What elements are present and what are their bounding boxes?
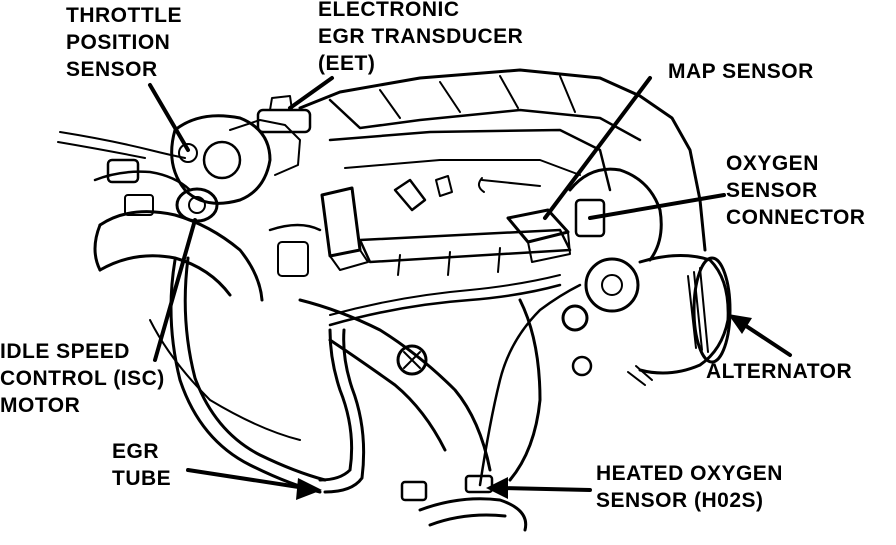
throttle-position-sensor-label: THROTTLE POSITION SENSOR bbox=[66, 4, 188, 81]
egr-tube-arrowhead bbox=[296, 478, 322, 500]
idle-speed-control-leader bbox=[153, 218, 197, 362]
oxygen-sensor-connector-label: OXYGEN SENSOR CONNECTOR bbox=[726, 152, 865, 229]
engine-illustration bbox=[57, 68, 732, 532]
idle-speed-control-motor-label: IDLE SPEED CONTROL (ISC) MOTOR bbox=[0, 340, 171, 417]
oxygen-sensor-connector-leader bbox=[588, 193, 726, 220]
heated-oxygen-sensor-arrowhead bbox=[486, 477, 508, 499]
map-sensor-label: MAP SENSOR bbox=[668, 60, 814, 83]
alternator-arrowhead bbox=[728, 314, 752, 334]
electronic-egr-transducer-label: ELECTRONIC EGR TRANSDUCER (EET) bbox=[318, 0, 530, 75]
leader-lines bbox=[148, 76, 792, 500]
egr-tube-label: EGR TUBE bbox=[112, 440, 171, 490]
alternator-leader bbox=[738, 320, 792, 357]
callout-labels: THROTTLE POSITION SENSOR ELECTRONIC EGR … bbox=[0, 0, 865, 512]
throttle-position-sensor-leader bbox=[148, 83, 190, 152]
map-sensor-leader bbox=[543, 76, 652, 220]
alternator-label: ALTERNATOR bbox=[706, 360, 852, 383]
eet-leader bbox=[288, 76, 334, 110]
heated-oxygen-sensor-label: HEATED OXYGEN SENSOR (H02S) bbox=[596, 462, 789, 512]
egr-tube-leader bbox=[186, 468, 307, 490]
heated-oxygen-sensor-leader bbox=[498, 486, 592, 492]
